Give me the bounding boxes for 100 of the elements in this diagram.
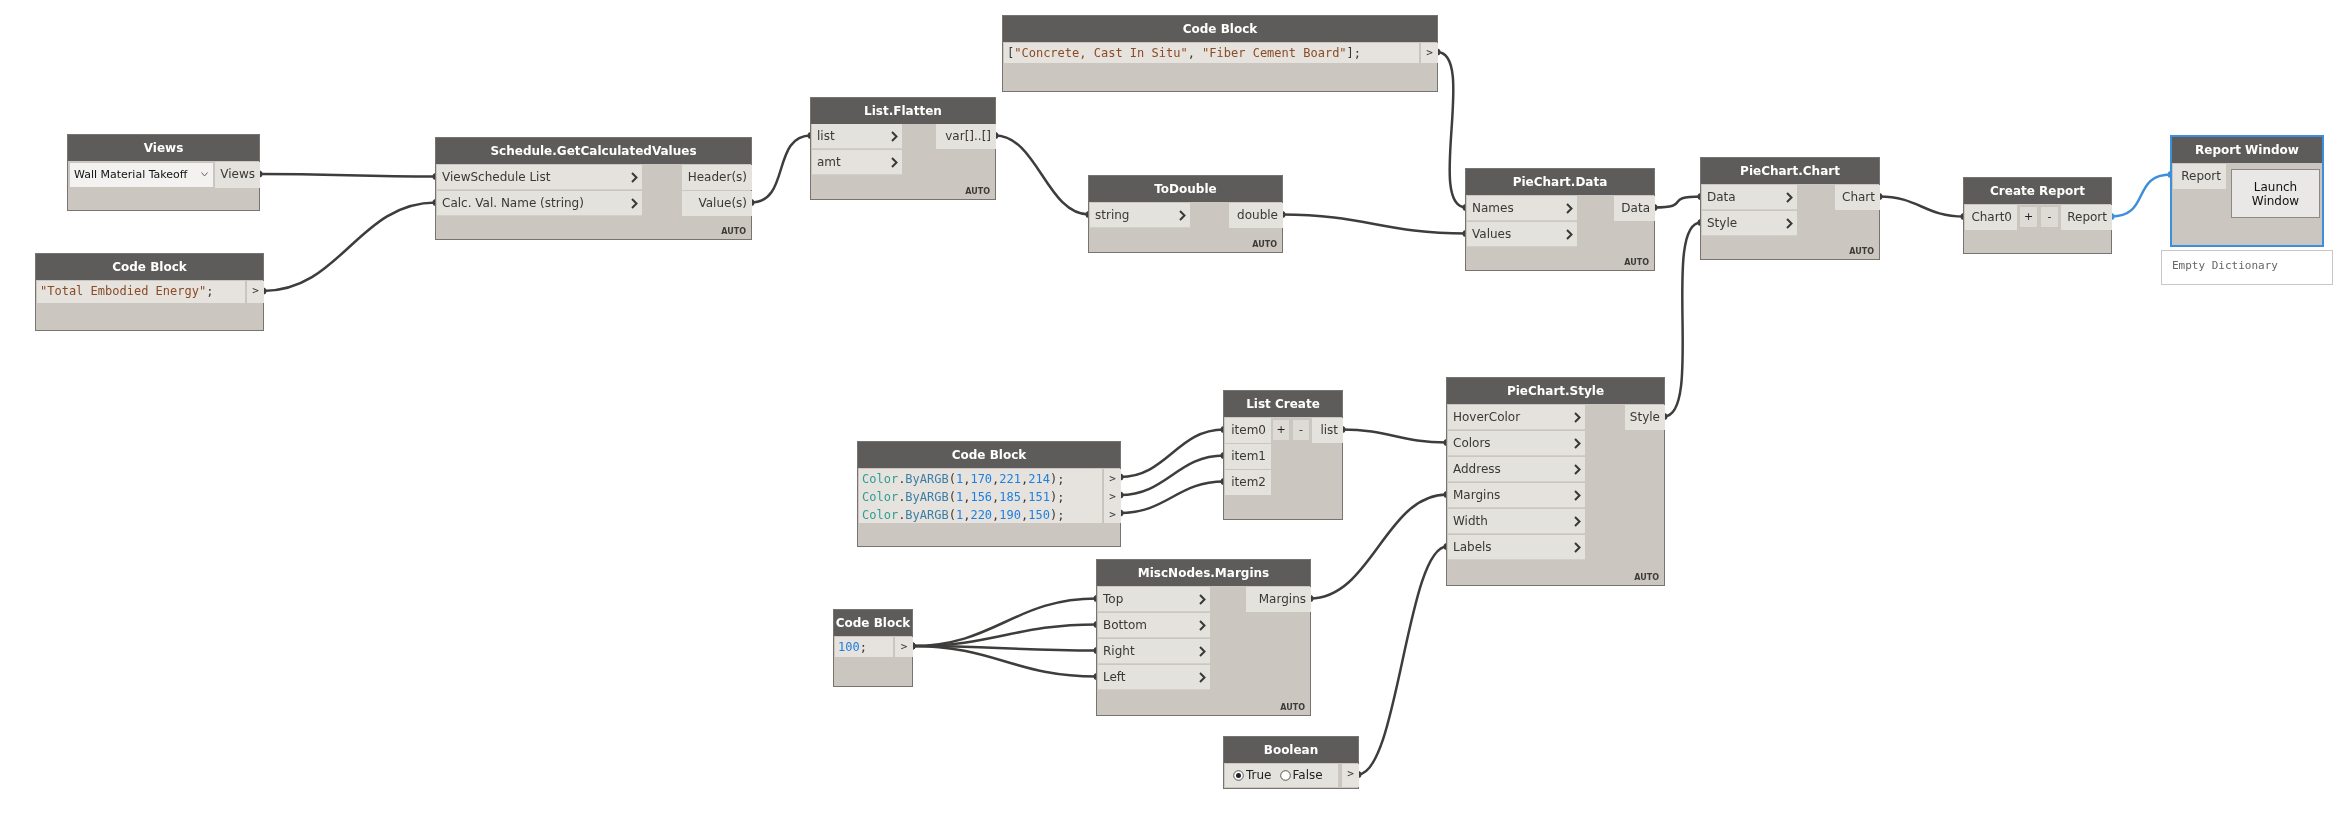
node-card [833, 609, 913, 687]
output-port: Style [1625, 405, 1665, 430]
node-card [1963, 177, 2112, 254]
output-port: var[]..[] [936, 124, 996, 149]
input-port [1448, 509, 1585, 534]
port-label: Calc. Val. Name (string) [442, 195, 584, 212]
node-title: Code Block [1003, 16, 1437, 42]
output-port: > [246, 281, 264, 303]
input-port [1098, 639, 1210, 664]
node-card [1002, 15, 1438, 92]
input-port [1448, 457, 1585, 482]
port-label: list [817, 128, 835, 145]
port-label: Margins [1453, 487, 1501, 504]
lacing-label: AUTO [1634, 573, 1659, 582]
dropdown-value: Wall Material Takeoff [74, 167, 188, 183]
node-card [810, 97, 996, 200]
port-label: string [1095, 207, 1130, 224]
node-card [35, 253, 264, 331]
port-label: Bottom [1103, 617, 1147, 634]
add-remove-button: - [2040, 206, 2059, 228]
port-label: amt [817, 154, 841, 171]
launch-button: Launch Window [2231, 169, 2320, 218]
lacing-label: AUTO [721, 227, 746, 236]
node-label: item1 [1231, 449, 1266, 463]
node-card [2170, 135, 2324, 247]
node-title: Views [68, 135, 259, 161]
port-label: Top [1103, 591, 1124, 608]
node-label: Color.ByARGB(1,170,221,214); [862, 472, 1065, 486]
port-label: Address [1453, 461, 1501, 478]
port-label: Data [1707, 189, 1736, 206]
node-title: Create Report [1964, 178, 2111, 204]
port-label: Colors [1453, 435, 1491, 452]
port-label: Left [1103, 669, 1126, 686]
node-card [1700, 157, 1880, 260]
dropdown [69, 162, 214, 188]
lacing-label: AUTO [1624, 258, 1649, 267]
lacing-label: AUTO [1252, 240, 1277, 249]
radio-option: False [1279, 764, 1323, 787]
output-port: Chart0 [1965, 205, 2017, 230]
port-label: Right [1103, 643, 1135, 660]
port-label: Style [1707, 215, 1738, 232]
node-title: MiscNodes.Margins [1097, 560, 1310, 586]
output-port: > [894, 637, 913, 657]
node-label: Header(s) [687, 170, 747, 184]
input-port [1090, 203, 1190, 228]
port-label: Labels [1453, 539, 1492, 556]
node-card [1096, 559, 1311, 716]
node-card [1088, 175, 1283, 253]
node-label: ["Concrete, Cast In Situ", "Fiber Cement Board"]; [1007, 46, 1362, 60]
output-port: Report [2173, 164, 2226, 189]
node-label: Value(s) [698, 196, 747, 210]
input-port [812, 150, 902, 175]
input-port [1098, 587, 1210, 612]
preview-bubble: Empty Dictionary [2161, 250, 2333, 285]
node-card [1223, 736, 1359, 789]
output-port: Chart [1835, 185, 1880, 210]
lacing-label: AUTO [1280, 703, 1305, 712]
output-port: list [1312, 418, 1343, 443]
node-card [1465, 168, 1655, 271]
node-card [1223, 390, 1343, 520]
add-remove-button: - [1292, 419, 1310, 441]
node-title: PieChart.Style [1447, 378, 1664, 404]
node-title: PieChart.Data [1466, 169, 1654, 195]
node-card [1446, 377, 1665, 586]
port-label: Values [1472, 226, 1512, 243]
input-port [437, 191, 642, 216]
add-remove-button: + [1272, 419, 1290, 441]
node-title: List Create [1224, 391, 1342, 417]
output-port: > [1420, 43, 1438, 63]
port-label: ViewSchedule List [442, 169, 551, 186]
node-card [67, 134, 260, 211]
output-port: Value(s) [682, 191, 752, 216]
input-port [1448, 431, 1585, 456]
output-port: item2 [1225, 470, 1271, 495]
node-label: "Total Embodied Energy"; [40, 284, 214, 298]
node-title: Boolean [1224, 737, 1358, 763]
lacing-label: AUTO [965, 187, 990, 196]
input-port [1098, 613, 1210, 638]
output-port: Margins [1246, 587, 1311, 612]
add-remove-button: + [2019, 206, 2038, 228]
node-title: Code Block [834, 610, 912, 636]
node-label: item0 [1231, 423, 1266, 437]
output-port: Views [215, 162, 260, 188]
output-port: > [1103, 469, 1121, 487]
node-title: PieChart.Chart [1701, 158, 1879, 184]
output-port: item0 [1225, 418, 1271, 443]
output-port: Header(s) [682, 165, 752, 190]
output-port: Report [2061, 205, 2112, 230]
input-port [1467, 196, 1577, 221]
output-port: > [1103, 487, 1121, 505]
node-title: Code Block [36, 254, 263, 280]
node-title: Schedule.GetCalculatedValues [436, 138, 751, 164]
input-port [1448, 405, 1585, 430]
node-title: ToDouble [1089, 176, 1282, 202]
input-port [1702, 211, 1797, 236]
input-port [1448, 483, 1585, 508]
input-port [437, 165, 642, 190]
node-label: Color.ByARGB(1,156,185,151); [862, 490, 1065, 504]
input-port [1702, 185, 1797, 210]
output-port: > [1341, 764, 1359, 787]
